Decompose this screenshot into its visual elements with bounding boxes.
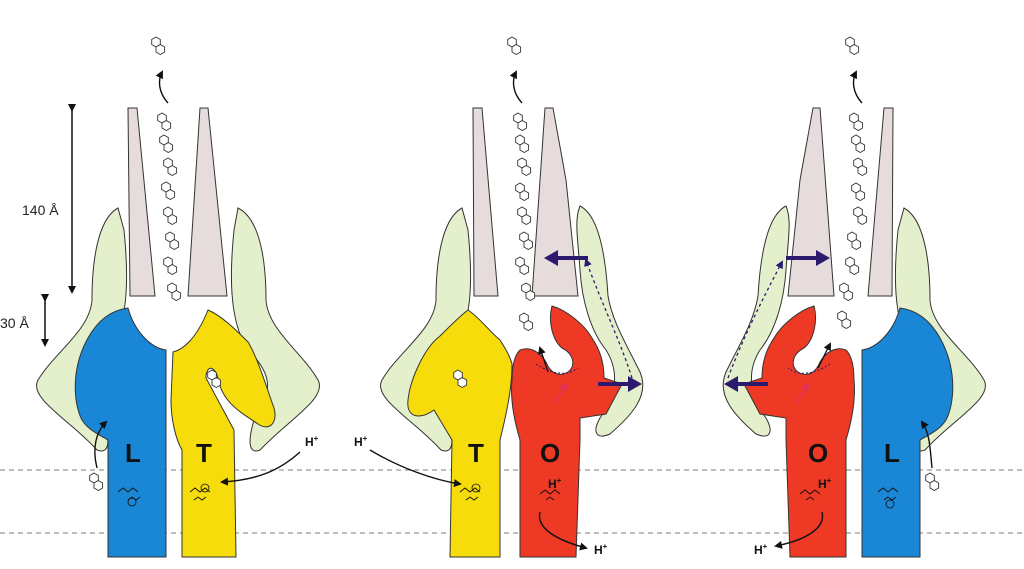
entry-arrow bbox=[920, 420, 933, 469]
scale-label-140: 140 Å bbox=[22, 202, 59, 218]
residue-open bbox=[539, 489, 561, 501]
residue-loose bbox=[877, 487, 899, 501]
transmission-arrow bbox=[584, 258, 633, 379]
subunit-loose bbox=[861, 307, 954, 558]
tunnel-right bbox=[187, 107, 228, 297]
subunit-tight bbox=[170, 309, 276, 558]
proton-label-in: H+ bbox=[354, 434, 368, 449]
panel-1-right-label: T bbox=[196, 438, 212, 468]
scale-label-30: 30 Å bbox=[0, 315, 29, 331]
proton-in-arrow bbox=[220, 451, 301, 486]
residue-open bbox=[799, 489, 821, 501]
tunnel-left bbox=[127, 107, 156, 297]
proton-label-out: H+ bbox=[754, 542, 768, 557]
panel-2-right-label: O bbox=[540, 438, 560, 468]
proton-out-arrow bbox=[538, 511, 588, 551]
proton-out-arrow bbox=[774, 511, 824, 549]
panel-3-right-label: L bbox=[884, 438, 900, 468]
svg-text:H+: H+ bbox=[818, 476, 832, 491]
proton-label: H+ bbox=[305, 434, 319, 449]
panel-3-left-label: O bbox=[808, 438, 828, 468]
pink-arrow bbox=[795, 382, 810, 405]
exit-arrow bbox=[849, 70, 863, 104]
entry-arrow bbox=[94, 420, 108, 469]
subunit-tight bbox=[407, 309, 513, 558]
tunnel-right bbox=[867, 107, 894, 297]
panel-3: O L H+ H+ bbox=[722, 36, 986, 558]
subunit-loose bbox=[74, 307, 167, 558]
exit-arrow bbox=[509, 70, 523, 104]
subunit-open bbox=[511, 305, 623, 558]
scale-bar-30: 30 Å bbox=[0, 294, 49, 347]
exit-arrow bbox=[155, 70, 169, 104]
panel-1-left-label: L bbox=[125, 438, 141, 468]
scale-bar-140: 140 Å bbox=[22, 104, 76, 294]
residue-tight bbox=[189, 487, 211, 501]
svg-text:H+: H+ bbox=[548, 476, 562, 491]
panel-2: T O H+ H+ H+ bbox=[354, 36, 644, 558]
panel-1: L T H+ bbox=[36, 36, 321, 558]
proton-in-arrow bbox=[369, 449, 462, 488]
residue-tight bbox=[459, 487, 481, 501]
transmission-arrow bbox=[727, 260, 783, 379]
subunit-open bbox=[743, 305, 855, 558]
peripheral-stalk-left bbox=[722, 205, 790, 437]
tunnel-right bbox=[531, 107, 579, 297]
tunnel-left bbox=[787, 107, 835, 297]
tunnel-left bbox=[472, 107, 499, 297]
panel-2-left-label: T bbox=[468, 438, 484, 468]
proton-label-out: H+ bbox=[594, 542, 608, 557]
pink-arrow bbox=[553, 382, 568, 405]
